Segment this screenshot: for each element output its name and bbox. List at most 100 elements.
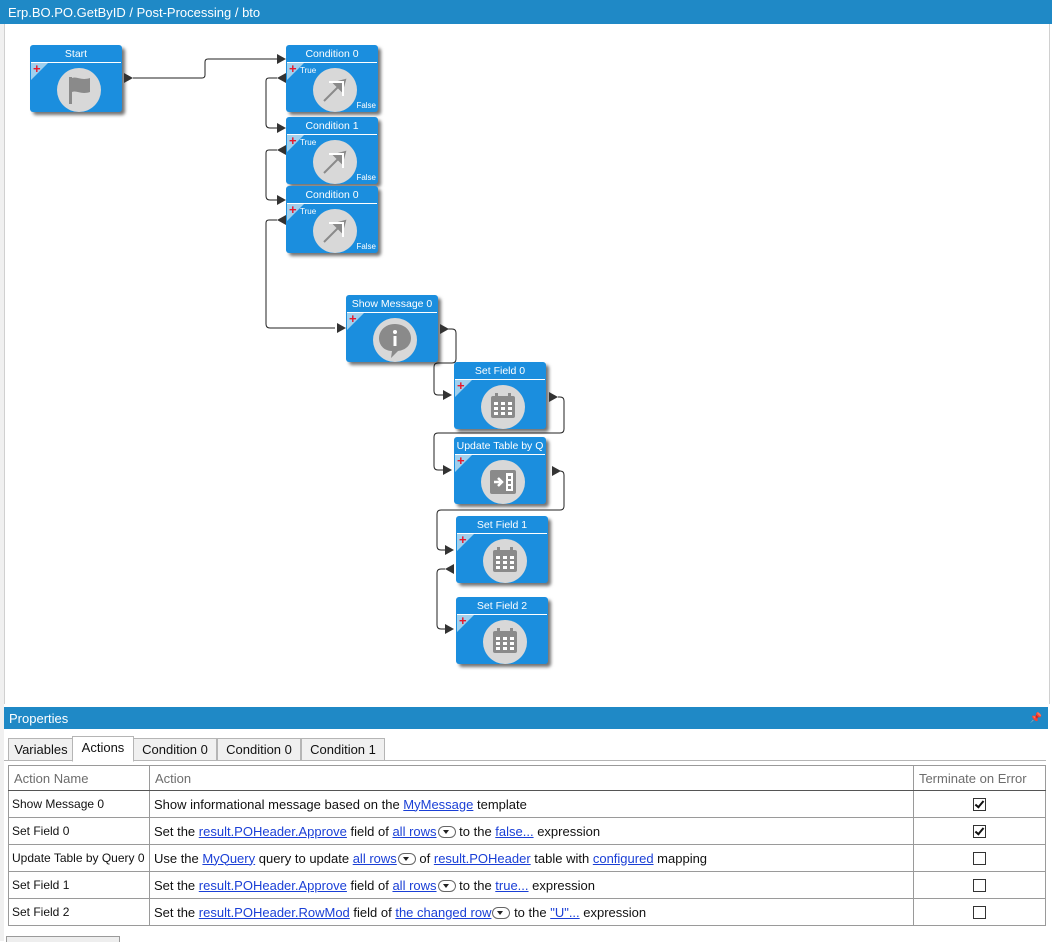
rows-link[interactable]: all rows xyxy=(352,850,397,866)
update-table-icon xyxy=(481,460,525,504)
node-corner xyxy=(287,63,304,80)
column-header-terminate-on-error[interactable]: Terminate on Error xyxy=(912,765,1047,791)
workflow-node-condition-1[interactable]: Condition 1 + True False xyxy=(286,117,378,184)
condition-true-port[interactable] xyxy=(277,145,286,155)
workflow-node-condition-0[interactable]: Condition 0 + True False xyxy=(286,45,378,112)
action-text: Show informational message based on the xyxy=(153,796,404,812)
add-icon[interactable]: + xyxy=(289,202,297,217)
rows-dropdown-icon[interactable] xyxy=(437,825,456,838)
action-input-port[interactable] xyxy=(445,624,454,634)
rows-link[interactable]: all rows xyxy=(392,823,437,839)
terminate-checkbox[interactable] xyxy=(972,906,986,920)
rows-dropdown-icon[interactable] xyxy=(437,879,456,892)
action-output-port[interactable] xyxy=(552,466,561,476)
expression-link[interactable]: true... xyxy=(495,877,529,893)
workflow-node-set-field-0[interactable]: Set Field 0 + xyxy=(454,362,546,429)
add-icon[interactable]: + xyxy=(457,378,465,393)
true-branch-label: True xyxy=(300,66,317,75)
expression-link[interactable]: false... xyxy=(495,823,534,839)
action-name-cell: Set Field 2 xyxy=(8,898,150,926)
column-header-action-name[interactable]: Action Name xyxy=(8,765,150,791)
condition-true-port[interactable] xyxy=(277,215,286,225)
flag-icon xyxy=(57,68,101,112)
terminate-cell xyxy=(912,898,1047,926)
action-text: expression xyxy=(579,904,647,920)
bottom-panel-tab[interactable] xyxy=(6,936,120,942)
field-link[interactable]: result.POHeader.Approve xyxy=(198,823,347,839)
column-header-action[interactable]: Action xyxy=(148,765,914,791)
calendar-grid-icon xyxy=(483,539,527,583)
condition-input-port[interactable] xyxy=(277,123,286,133)
action-output-port[interactable] xyxy=(445,564,454,574)
condition-icon xyxy=(313,209,357,253)
tab-actions[interactable]: Actions xyxy=(72,736,134,762)
template-link[interactable]: MyMessage xyxy=(403,796,474,812)
pin-icon[interactable]: 📌 xyxy=(1029,713,1042,724)
field-link[interactable]: result.POHeader.RowMod xyxy=(198,904,350,920)
rows-link[interactable]: all rows xyxy=(392,877,437,893)
tab-condition-1[interactable]: Condition 1 xyxy=(301,738,385,761)
action-text: table with xyxy=(530,850,593,866)
node-corner xyxy=(455,380,472,397)
workflow-node-show-message-0[interactable]: Show Message 0 + xyxy=(346,295,438,362)
start-output-port[interactable] xyxy=(124,73,133,83)
rows-dropdown-icon[interactable] xyxy=(492,906,511,919)
action-input-port[interactable] xyxy=(445,545,454,555)
tab-condition-0[interactable]: Condition 0 xyxy=(133,738,217,761)
action-input-port[interactable] xyxy=(443,465,452,475)
table-row[interactable]: Set Field 2 Set the result.POHeader.RowM… xyxy=(8,898,1047,926)
add-icon[interactable]: + xyxy=(289,133,297,148)
table-row[interactable]: Set Field 1 Set the result.POHeader.Appr… xyxy=(8,871,1047,899)
workflow-node-set-field-2[interactable]: Set Field 2 + xyxy=(456,597,548,664)
add-icon[interactable]: + xyxy=(33,61,41,76)
false-branch-label: False xyxy=(356,242,376,251)
terminate-checkbox[interactable] xyxy=(972,852,986,866)
action-name-cell: Update Table by Query 0 xyxy=(8,844,150,872)
tab-condition-0b[interactable]: Condition 0 xyxy=(217,738,301,761)
table-row[interactable]: Show Message 0 Show informational messag… xyxy=(8,790,1047,818)
workflow-node-set-field-1[interactable]: Set Field 1 + xyxy=(456,516,548,583)
node-corner xyxy=(31,63,48,80)
terminate-checkbox[interactable] xyxy=(972,825,986,839)
condition-true-port[interactable] xyxy=(277,73,286,83)
node-title: Set Field 0 xyxy=(455,363,545,380)
action-input-port[interactable] xyxy=(337,323,346,333)
mapping-link[interactable]: configured xyxy=(592,850,654,866)
condition-input-port[interactable] xyxy=(277,195,286,205)
connector-wires xyxy=(133,58,565,630)
action-description-cell: Show informational message based on the … xyxy=(148,790,914,818)
action-description-cell: Use the MyQuery query to update all rows… xyxy=(148,844,914,872)
terminate-checkbox[interactable] xyxy=(972,879,986,893)
true-branch-label: True xyxy=(300,138,317,147)
terminate-checkbox[interactable] xyxy=(972,798,986,812)
add-icon[interactable]: + xyxy=(459,532,467,547)
add-icon[interactable]: + xyxy=(349,311,357,326)
node-title: Start xyxy=(31,46,121,63)
action-text: of xyxy=(415,850,434,866)
rows-link[interactable]: the changed row xyxy=(395,904,492,920)
action-text: field of xyxy=(349,904,396,920)
tab-variables[interactable]: Variables xyxy=(8,738,74,761)
add-icon[interactable]: + xyxy=(289,61,297,76)
field-link[interactable]: result.POHeader.Approve xyxy=(198,877,347,893)
action-text: to the xyxy=(455,877,496,893)
add-icon[interactable]: + xyxy=(459,613,467,628)
workflow-canvas[interactable]: Start + Condition 0 + True False Conditi… xyxy=(4,24,1050,704)
terminate-cell xyxy=(912,871,1047,899)
table-row[interactable]: Set Field 0 Set the result.POHeader.Appr… xyxy=(8,817,1047,845)
table-row[interactable]: Update Table by Query 0 Use the MyQuery … xyxy=(8,844,1047,872)
action-output-port[interactable] xyxy=(440,324,449,334)
workflow-node-start[interactable]: Start + xyxy=(30,45,122,112)
expression-link[interactable]: "U"... xyxy=(550,904,580,920)
action-text: field of xyxy=(346,823,393,839)
action-output-port[interactable] xyxy=(549,392,558,402)
rows-dropdown-icon[interactable] xyxy=(397,852,416,865)
query-link[interactable]: MyQuery xyxy=(202,850,256,866)
condition-input-port[interactable] xyxy=(277,54,286,64)
add-icon[interactable]: + xyxy=(457,453,465,468)
table-link[interactable]: result.POHeader xyxy=(433,850,531,866)
workflow-node-condition-0b[interactable]: Condition 0 + True False xyxy=(286,186,378,253)
workflow-node-update-table-by-query[interactable]: Update Table by Q + xyxy=(454,437,546,504)
action-text: query to update xyxy=(255,850,353,866)
action-input-port[interactable] xyxy=(443,390,452,400)
